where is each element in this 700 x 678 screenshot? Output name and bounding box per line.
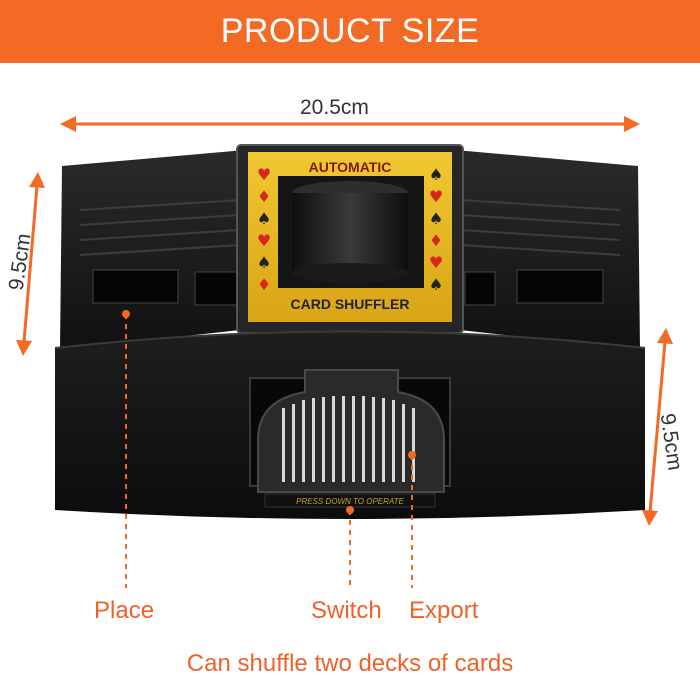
header-banner: PRODUCT SIZE — [0, 0, 700, 63]
card-slot-right-inner — [464, 271, 496, 306]
switch-grille — [282, 396, 415, 482]
press-down-text: PRESS DOWN TO OPERATE — [296, 497, 404, 506]
card-slot-right-outer — [516, 269, 604, 304]
right-height-arrow — [642, 328, 673, 526]
svg-text:♠: ♠ — [257, 253, 271, 272]
page-title: PRODUCT SIZE — [220, 12, 480, 50]
svg-text:♦: ♦ — [257, 187, 271, 206]
caption: Can shuffle two decks of cards — [186, 650, 514, 677]
svg-text:♠: ♠ — [429, 165, 443, 184]
place-label: Place — [94, 597, 155, 624]
switch-label: Switch — [311, 597, 382, 624]
front-rim — [54, 330, 646, 349]
export-callout-dot — [408, 451, 416, 459]
export-label: Export — [409, 597, 479, 624]
place-callout-dot — [122, 310, 130, 318]
svg-text:♠: ♠ — [429, 275, 443, 294]
svg-text:♥: ♥ — [429, 187, 443, 206]
suit-decorations: ♥ ♦ ♠ ♥ ♠ ♦ ♠ ♥ ♠ ♦ ♥ ♠ — [257, 165, 443, 294]
tray-ribs — [79, 199, 621, 256]
svg-text:♥: ♥ — [257, 231, 271, 250]
cylinder-body — [292, 193, 408, 273]
automatic-label: AUTOMATIC — [309, 159, 392, 175]
card-slot-left-outer — [92, 269, 179, 304]
width-dimension-label: 20.5cm — [300, 96, 369, 119]
svg-text:♥: ♥ — [257, 165, 271, 184]
card-slot-left-inner — [194, 271, 240, 306]
width-arrow — [60, 116, 640, 132]
left-height-arrow — [16, 172, 45, 356]
switch-callout-dot — [346, 506, 354, 514]
cylinder-base — [292, 263, 408, 283]
svg-text:♦: ♦ — [429, 231, 443, 250]
svg-text:♥: ♥ — [429, 253, 443, 272]
card-shuffler-label: CARD SHUFFLER — [291, 296, 410, 312]
svg-text:♠: ♠ — [429, 209, 443, 228]
svg-text:♦: ♦ — [257, 275, 271, 294]
svg-text:♠: ♠ — [257, 209, 271, 228]
